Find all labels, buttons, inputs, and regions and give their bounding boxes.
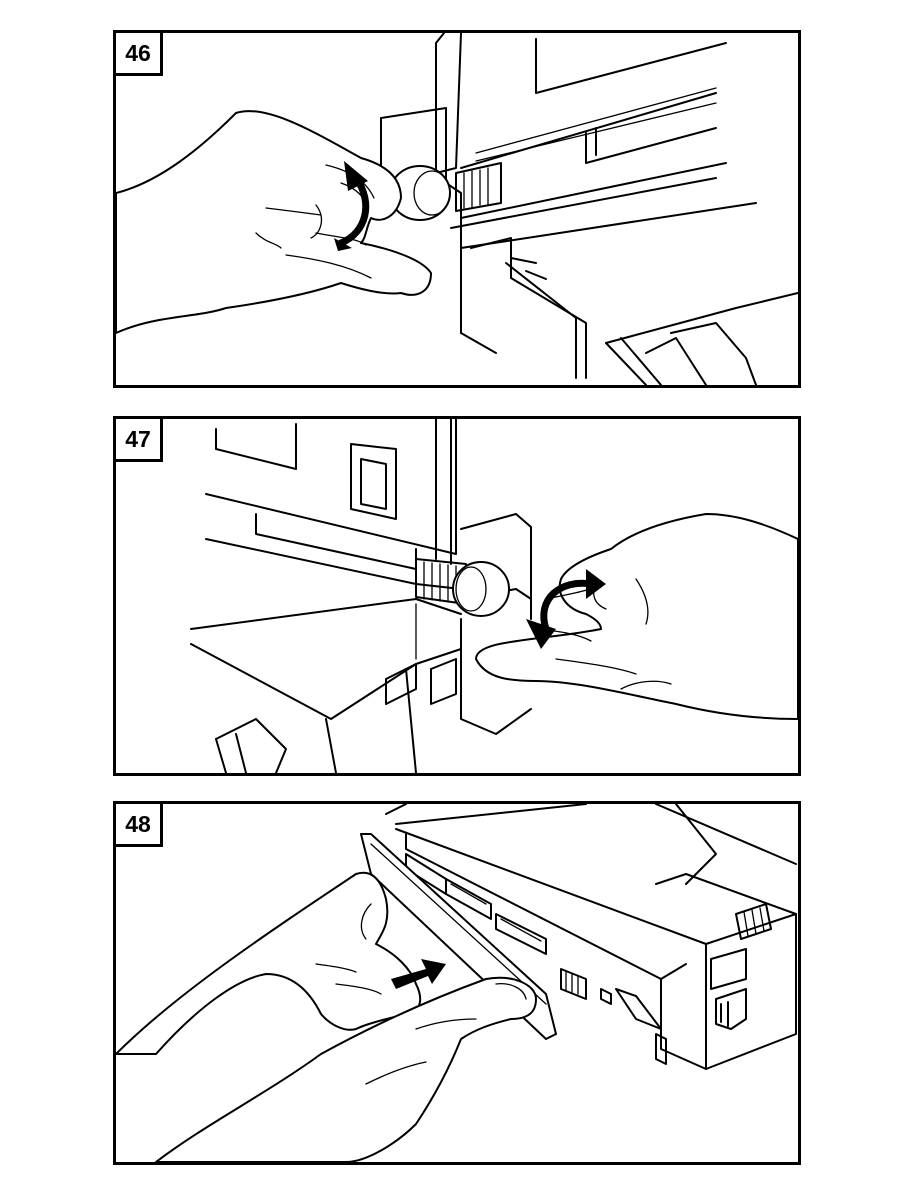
step-47-panel: 47 — [113, 416, 801, 776]
step-number-46: 46 — [116, 33, 163, 76]
step-48-illustration — [116, 804, 798, 1162]
step-number-48: 48 — [116, 804, 163, 847]
step-number-47: 47 — [116, 419, 163, 462]
step-46-panel: 46 — [113, 30, 801, 388]
step-47-illustration — [116, 419, 798, 773]
step-48-panel: 48 — [113, 801, 801, 1165]
step-46-illustration — [116, 33, 798, 385]
